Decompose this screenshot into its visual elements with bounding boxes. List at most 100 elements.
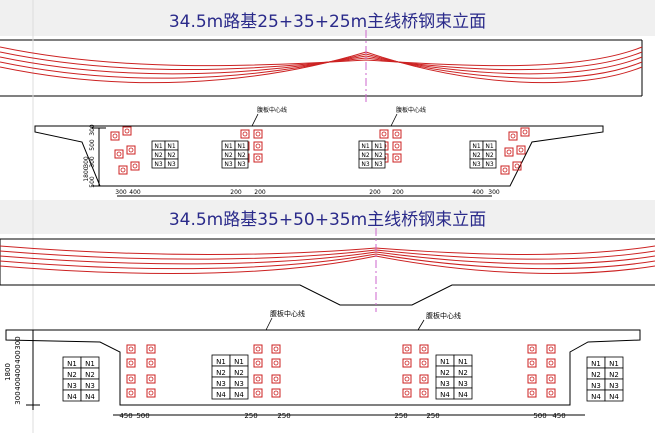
dimension-bottom: 200	[392, 189, 404, 196]
dimension-bottom: 400	[129, 189, 141, 196]
tendon-label: N3	[167, 161, 175, 168]
anchor-dot	[522, 129, 528, 135]
anchor-dot	[255, 346, 261, 352]
tendon-line	[0, 46, 643, 67]
anchor-symbol	[546, 358, 556, 368]
web-centerline-label: 腹板中心线	[396, 106, 426, 114]
tendon-line	[0, 55, 643, 75]
anchor-dot	[273, 376, 279, 382]
anchor-symbol	[146, 388, 156, 398]
anchor-symbol	[516, 145, 526, 155]
anchor-box	[126, 145, 136, 155]
tendon-label: N2	[374, 152, 382, 159]
anchor-box	[122, 126, 132, 136]
dimension-bottom: 450	[119, 412, 132, 420]
dimension-bottom: 300	[115, 189, 127, 196]
anchor-box	[546, 388, 556, 398]
dimension-left: 500	[89, 176, 96, 188]
tendon-label: N2	[609, 371, 619, 379]
label-cell	[234, 158, 249, 169]
tendon-label: N2	[67, 371, 77, 379]
anchor-dot	[120, 167, 126, 173]
anchor-dot	[421, 376, 427, 382]
dimension-bottom: 200	[254, 189, 266, 196]
tendon-label: N3	[216, 380, 226, 388]
anchor-box	[379, 129, 389, 139]
anchor-symbol	[527, 388, 537, 398]
web-centerline-label: 腹板中心线	[426, 311, 461, 320]
label-cell	[453, 387, 473, 400]
dimension-left: 400	[14, 350, 22, 363]
anchor-box	[253, 129, 263, 139]
anchor-dot	[404, 346, 410, 352]
anchor-box	[253, 358, 263, 368]
anchor-dot	[132, 163, 138, 169]
tendon-label: N3	[485, 161, 493, 168]
dimension-bottom: 250	[426, 412, 439, 420]
anchor-symbol	[253, 388, 263, 398]
anchor-dot	[128, 376, 134, 382]
anchor-dot	[148, 390, 154, 396]
anchor-box	[527, 374, 537, 384]
tendon-label: N4	[85, 393, 95, 401]
anchor-dot	[548, 376, 554, 382]
anchor-dot	[518, 147, 524, 153]
anchor-box	[520, 127, 530, 137]
anchor-symbol	[419, 358, 429, 368]
dimension-left: 1800	[4, 363, 12, 381]
tendon-label: N1	[440, 358, 450, 366]
anchor-symbol	[500, 165, 510, 175]
anchor-dot	[506, 149, 512, 155]
anchor-box	[402, 344, 412, 354]
label-cell	[229, 387, 249, 400]
anchor-symbol	[419, 374, 429, 384]
tendon-label: N3	[85, 382, 95, 390]
anchor-symbol	[130, 161, 140, 171]
tendon-label: N1	[234, 358, 244, 366]
anchor-box	[419, 344, 429, 354]
anchor-dot	[529, 360, 535, 366]
anchor-box	[419, 358, 429, 368]
anchor-dot	[510, 133, 516, 139]
tendon-label: N3	[440, 380, 450, 388]
anchor-dot	[124, 128, 130, 134]
dimension-bottom: 250	[277, 412, 290, 420]
tendon-label: N1	[458, 358, 468, 366]
drawing-title-2: 34.5m路基35+50+35m主线桥钢束立面	[168, 210, 487, 230]
dimension-bottom: 400	[472, 189, 484, 196]
tendon-line	[0, 253, 655, 270]
anchor-dot	[128, 346, 134, 352]
anchor-symbol	[126, 388, 136, 398]
anchor-dot	[502, 167, 508, 173]
anchor-dot	[381, 131, 387, 137]
tendon-line	[0, 51, 643, 84]
anchor-box	[146, 358, 156, 368]
anchor-symbol	[392, 141, 402, 151]
tendon-label: N3	[237, 161, 245, 168]
tendon-line	[0, 53, 643, 79]
anchor-dot	[548, 360, 554, 366]
anchor-box	[500, 165, 510, 175]
label-cell	[482, 158, 497, 169]
title-band-2	[0, 200, 655, 234]
anchor-box	[114, 149, 124, 159]
dimension-bottom: 250	[394, 412, 407, 420]
anchor-symbol	[392, 153, 402, 163]
anchor-symbol	[419, 388, 429, 398]
anchor-dot	[529, 376, 535, 382]
title-band-1	[0, 0, 655, 36]
anchor-box	[527, 344, 537, 354]
tendon-label: N2	[361, 152, 369, 159]
anchor-symbol	[392, 129, 402, 139]
anchor-dot	[242, 131, 248, 137]
anchor-symbol	[253, 129, 263, 139]
anchor-symbol	[253, 141, 263, 151]
tendon-label: N3	[374, 161, 382, 168]
anchor-symbol	[126, 344, 136, 354]
